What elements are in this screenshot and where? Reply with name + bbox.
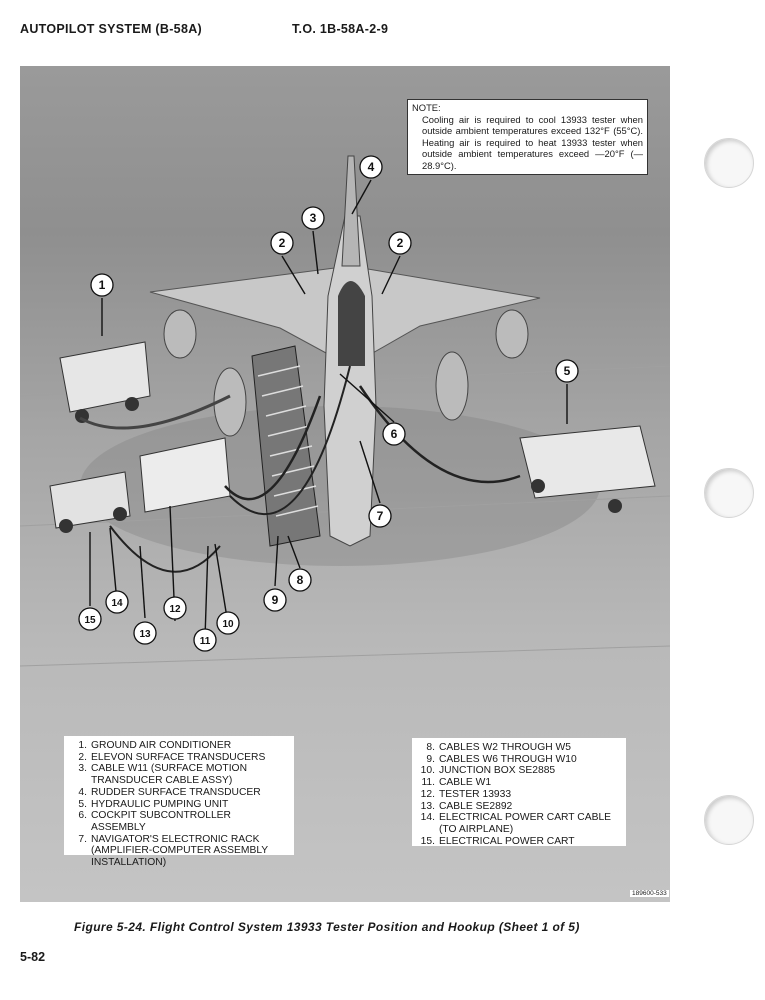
binder-hole-bottom xyxy=(704,795,754,845)
callout-8: 8 xyxy=(288,568,312,592)
svg-text:6: 6 xyxy=(391,427,398,441)
callout-6: 6 xyxy=(382,422,406,446)
legend-item: 14.ELECTRICAL POWER CART CABLE (TO AIRPL… xyxy=(420,812,612,835)
svg-text:2: 2 xyxy=(279,236,286,250)
svg-text:9: 9 xyxy=(272,593,279,607)
svg-text:12: 12 xyxy=(169,604,181,615)
legend-item: 15.ELECTRICAL POWER CART xyxy=(420,835,575,847)
ground-air-conditioner xyxy=(59,341,151,423)
legend-item: 3.CABLE W11 (SURFACE MOTION TRANSDUCER C… xyxy=(78,763,248,787)
legend-item: 11.CABLE W1 xyxy=(421,777,492,789)
legend-left: 1.GROUND AIR CONDITIONER 2.ELEVON SURFAC… xyxy=(64,736,294,868)
svg-text:10: 10 xyxy=(222,619,234,630)
callout-11: 11 xyxy=(193,628,217,652)
callout-4: 4 xyxy=(359,155,383,179)
svg-text:8: 8 xyxy=(297,573,304,587)
header-left: AUTOPILOT SYSTEM (B-58A) xyxy=(20,22,202,36)
legend-item: 10.JUNCTION BOX SE2885 xyxy=(420,765,556,777)
callout-10: 10 xyxy=(216,611,240,635)
svg-text:1: 1 xyxy=(99,278,106,292)
svg-text:15: 15 xyxy=(84,615,96,626)
svg-text:5: 5 xyxy=(564,364,571,378)
legend-item: 4.RUDDER SURFACE TRANSDUCER xyxy=(78,786,261,798)
note-box: NOTE: Cooling air is required to cool 13… xyxy=(407,99,648,175)
callout-7: 7 xyxy=(368,504,392,528)
electrical-power-cart xyxy=(49,471,131,533)
legend-item: 13.CABLE SE2892 xyxy=(420,800,513,812)
photo-id: 189600-533 xyxy=(630,890,669,897)
legend-item: 7.NAVIGATOR'S ELECTRONIC RACK (AMPLIFIER… xyxy=(78,833,268,869)
legend-item: 5.HYDRAULIC PUMPING UNIT xyxy=(78,798,229,810)
aircraft-photo: 1 2 2 3 4 5 6 7 8 9 10 11 12 13 14 15 NO… xyxy=(20,66,670,902)
note-body: Cooling air is required to cool 13933 te… xyxy=(422,113,643,171)
callout-15: 15 xyxy=(78,607,102,631)
page-number: 5-82 xyxy=(20,950,46,964)
callout-numbers: 1 2 2 3 4 5 6 7 8 9 10 11 12 13 14 15 xyxy=(78,155,579,652)
svg-text:13: 13 xyxy=(139,629,151,640)
svg-text:7: 7 xyxy=(377,509,384,523)
figure-caption: Figure 5-24. Flight Control System 13933… xyxy=(74,920,580,934)
header-right: T.O. 1B-58A-2-9 xyxy=(292,22,389,36)
legend-item: 2.ELEVON SURFACE TRANSDUCERS xyxy=(78,751,266,763)
svg-text:11: 11 xyxy=(200,636,211,647)
binder-hole-top xyxy=(704,138,754,188)
legend-item: 6.COCKPIT SUBCONTROLLER ASSEMBLY xyxy=(78,810,231,833)
legend-item: 12.TESTER 13933 xyxy=(420,788,512,800)
callout-9: 9 xyxy=(263,588,287,612)
svg-text:3: 3 xyxy=(310,211,317,225)
callout-2b: 2 xyxy=(388,231,412,255)
legend-item: 9.CABLES W6 THROUGH W10 xyxy=(426,753,577,765)
binder-hole-middle xyxy=(704,468,754,518)
aircraft-illustration: 1 2 2 3 4 5 6 7 8 9 10 11 12 13 14 15 xyxy=(20,155,670,667)
svg-text:4: 4 xyxy=(368,160,375,174)
callout-3: 3 xyxy=(301,206,325,230)
legend-right: 8.CABLES W2 THROUGH W5 9.CABLES W6 THROU… xyxy=(412,738,626,847)
callout-13: 13 xyxy=(133,621,157,645)
svg-text:2: 2 xyxy=(397,236,404,250)
legend-item: 8.CABLES W2 THROUGH W5 xyxy=(426,742,571,753)
callout-2a: 2 xyxy=(270,231,294,255)
callout-12: 12 xyxy=(163,596,187,620)
hydraulic-pumping-unit xyxy=(519,425,656,513)
svg-text:14: 14 xyxy=(111,598,123,609)
note-title: NOTE: xyxy=(412,102,441,113)
legend-item: 1.GROUND AIR CONDITIONER xyxy=(78,740,232,751)
callout-14: 14 xyxy=(105,590,129,614)
callout-1: 1 xyxy=(90,273,114,297)
callout-5: 5 xyxy=(555,359,579,383)
